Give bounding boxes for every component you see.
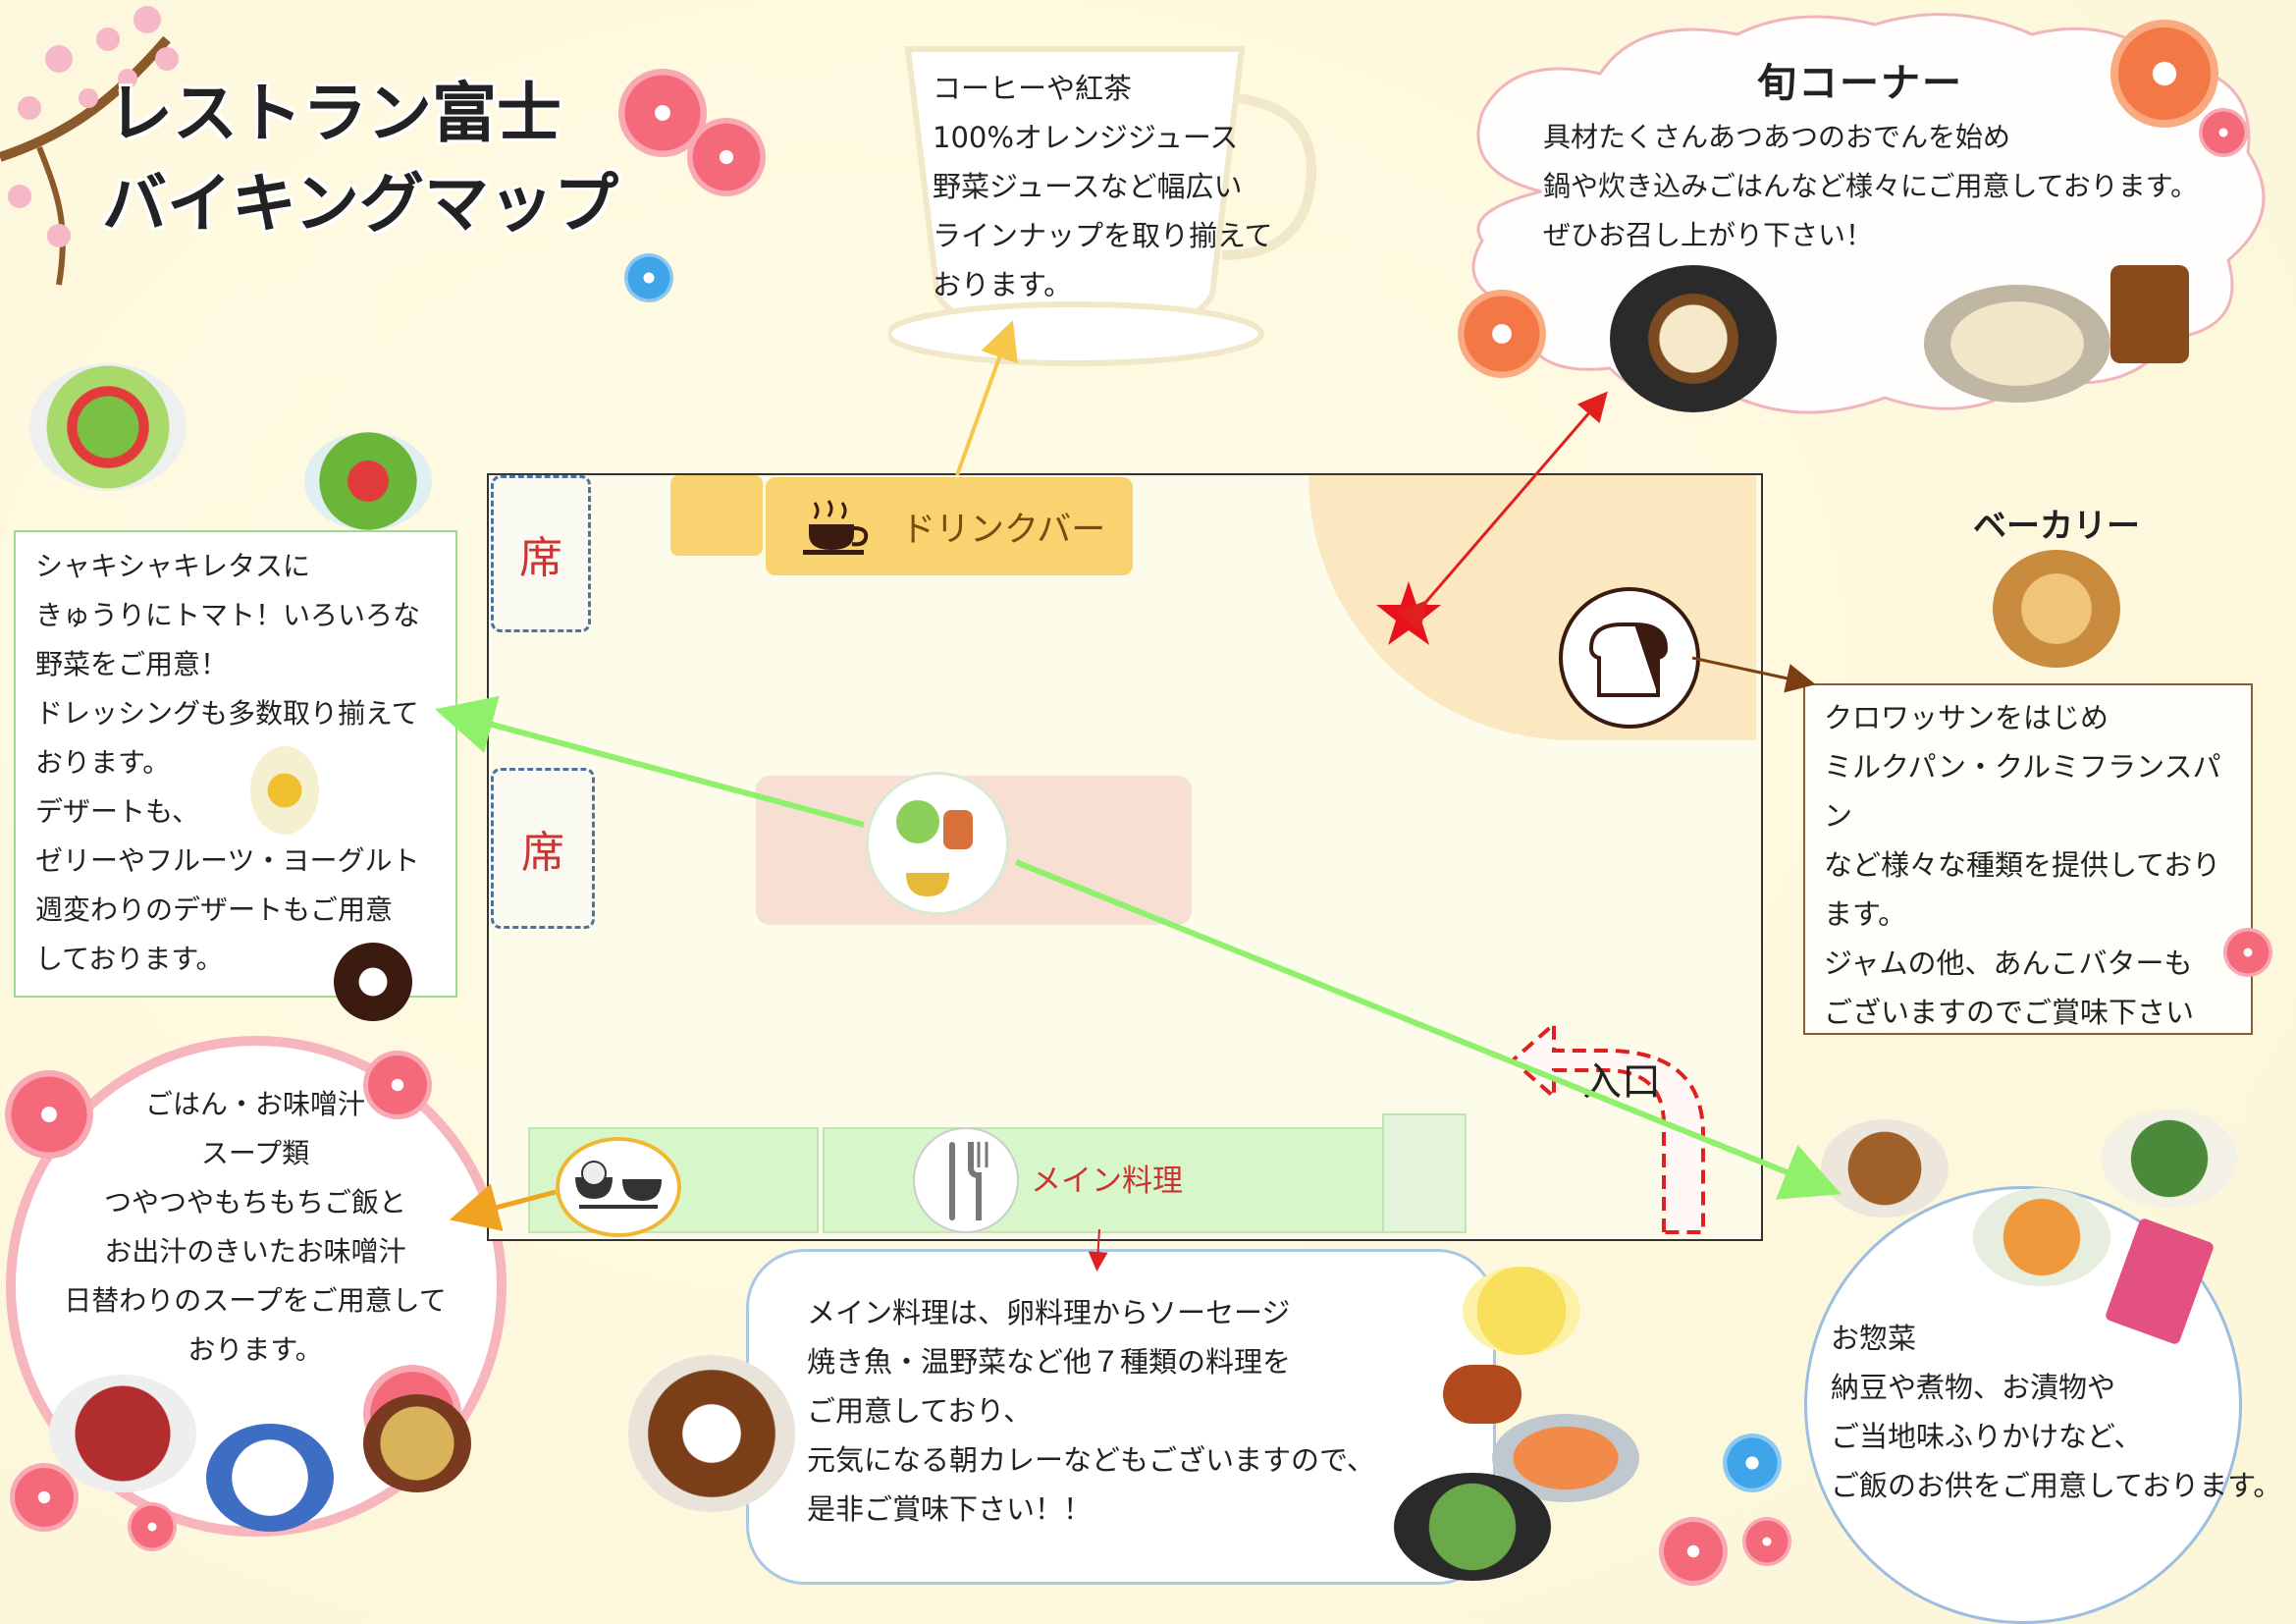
bakery-heading: ベーカリー [1973,507,2140,546]
salad-info-box [14,530,457,998]
drink-description: コーヒーや紅茶 100%オレンジジュース 野菜ジュースなど幅広い ラインナップを… [933,72,1273,301]
salad-plate-icon [304,432,432,530]
bread-basket-icon [1993,550,2120,668]
coffee-cup-icon [803,500,869,555]
cherry-blossom-branch-icon [0,6,179,286]
main-dish-description: メイン料理は、卵料理からソーセージ 焼き魚・温野菜など他７種類の料理を ご用意し… [807,1296,1375,1526]
seat-label: 席 [521,828,564,878]
salad-bowl-icon [29,363,187,491]
plum-flower-icon [624,253,673,302]
main-dish-counter-label: メイン料理 [1031,1164,1183,1199]
soup-bowl-icon [49,1375,196,1492]
natto-bowl-icon [1821,1119,1949,1218]
hotpot-icon [1610,265,1777,412]
title-line-1: レストラン富士 [108,76,561,151]
scrambled-egg-icon [1463,1267,1580,1355]
seat-area-lower[interactable]: 席 [491,768,595,929]
drink-bar-label: ドリンクバー [901,510,1106,550]
plum-flower-icon [1742,1517,1791,1566]
plum-flower-icon [687,118,766,196]
plum-flower-icon [128,1502,177,1551]
plum-flower-icon [1659,1517,1728,1586]
dessert-cup-icon [250,746,319,835]
drink-bar-counter-left [670,475,763,556]
seat-label: 席 [519,533,562,583]
fork-knife-icon [913,1127,1019,1233]
seasonal-heading: 旬コーナー [1757,61,1963,106]
miso-soup-icon [363,1394,471,1492]
side-dish-description: お惣菜 納豆や煮物、お漬物や ご当地味ふりかけなど、 ご飯のお供をご用意しており… [1831,1322,2282,1502]
entrance-label: 入口 [1582,1059,1661,1105]
seasonal-description: 具材たくさんあつあつのおでんを始め 鍋や炊き込みごはんなど様々にご用意しておりま… [1543,121,2198,251]
salad-description: シャキシャキレタスに きゅうりにトマト！いろいろな 野菜をご用意！ ドレッシング… [35,550,421,975]
bakery-info-box [1803,683,2253,1035]
chocolate-dessert-icon [334,943,412,1021]
main-dish-counter-end [1382,1113,1467,1233]
plum-flower-icon [363,1051,432,1119]
plum-flower-icon [5,1070,93,1159]
curry-plate-icon [628,1355,795,1512]
plum-flower-icon [2223,928,2272,977]
rice-tub-icon [2110,265,2189,363]
seat-area-upper[interactable]: 席 [491,475,591,632]
salad-dessert-icon [866,772,1009,915]
star-icon [1376,581,1441,645]
plum-flower-icon [2199,108,2248,157]
plum-flower-icon [1458,290,1546,378]
title-line-2: バイキングマップ [102,166,619,242]
bread-icon[interactable] [1559,587,1700,729]
rice-bowl-icon [206,1424,334,1532]
plum-flower-icon [2110,20,2218,128]
sausage-icon [1443,1365,1522,1424]
drink-bar-counter[interactable]: ドリンクバー [766,477,1133,575]
entrance-arrow-icon [1509,1019,1705,1234]
rice-soup-description: ごはん・お味噌汁 スープ類 つやつやもちもちご飯と お出汁のきいたお味噌汁 日替… [64,1088,447,1366]
oden-pot-icon [1924,285,2110,403]
pickles-plate-icon [2101,1110,2238,1208]
main-dish-info-box [746,1249,1496,1585]
bakery-description: クロワッサンをはじめ ミルクパン・クルミフランスパン など様々な種類を提供してお… [1824,701,2221,1029]
plum-flower-icon [1723,1434,1782,1492]
map-title: レストラン富士 バイキングマップ [102,69,618,249]
plum-flower-icon [10,1463,79,1532]
simmered-dish-icon [1973,1188,2110,1286]
rice-soup-icon [556,1137,681,1237]
steamed-vegetables-icon [1394,1473,1551,1581]
